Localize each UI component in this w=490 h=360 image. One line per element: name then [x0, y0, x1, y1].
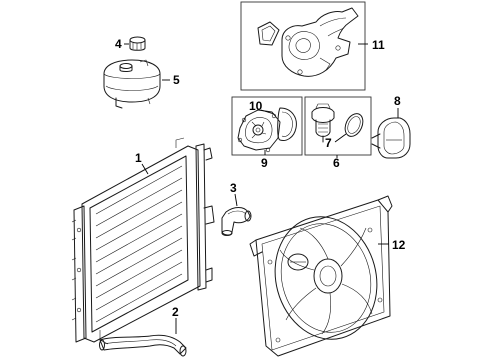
callout-1: 1 — [135, 151, 142, 165]
callout-9: 9 — [261, 156, 268, 170]
callout-11: 11 — [372, 38, 385, 52]
callout-leader-1 — [141, 163, 149, 175]
callout-3: 3 — [230, 181, 237, 195]
outlet-housing — [371, 117, 411, 159]
callout-leader-3 — [234, 193, 238, 207]
radiator — [71, 137, 215, 345]
callout-12: 12 — [392, 238, 406, 252]
upper-hose — [221, 207, 252, 236]
callout-4: 4 — [115, 37, 122, 51]
lower-hose — [99, 334, 187, 357]
callout-2: 2 — [172, 305, 179, 319]
thermostat-seal — [344, 113, 364, 137]
callout-7: 7 — [325, 136, 332, 150]
thermostat-housing-box — [240, 1, 366, 91]
callout-5: 5 — [173, 73, 180, 87]
thermostat-housing — [257, 7, 359, 77]
cooling-fan-assembly — [249, 195, 393, 357]
callout-10: 10 — [249, 99, 263, 113]
reservoir-cap — [129, 36, 146, 51]
callout-leader-10 — [260, 109, 275, 115]
water-pump — [237, 109, 281, 153]
callout-8: 8 — [394, 94, 401, 108]
callout-6: 6 — [333, 156, 340, 170]
coolant-reservoir — [103, 59, 161, 109]
water-pump-gasket — [277, 107, 297, 141]
thermostat-box — [304, 96, 372, 156]
callout-leader-7 — [334, 133, 347, 143]
thermostat — [311, 103, 335, 143]
water-pump-box — [231, 96, 303, 156]
